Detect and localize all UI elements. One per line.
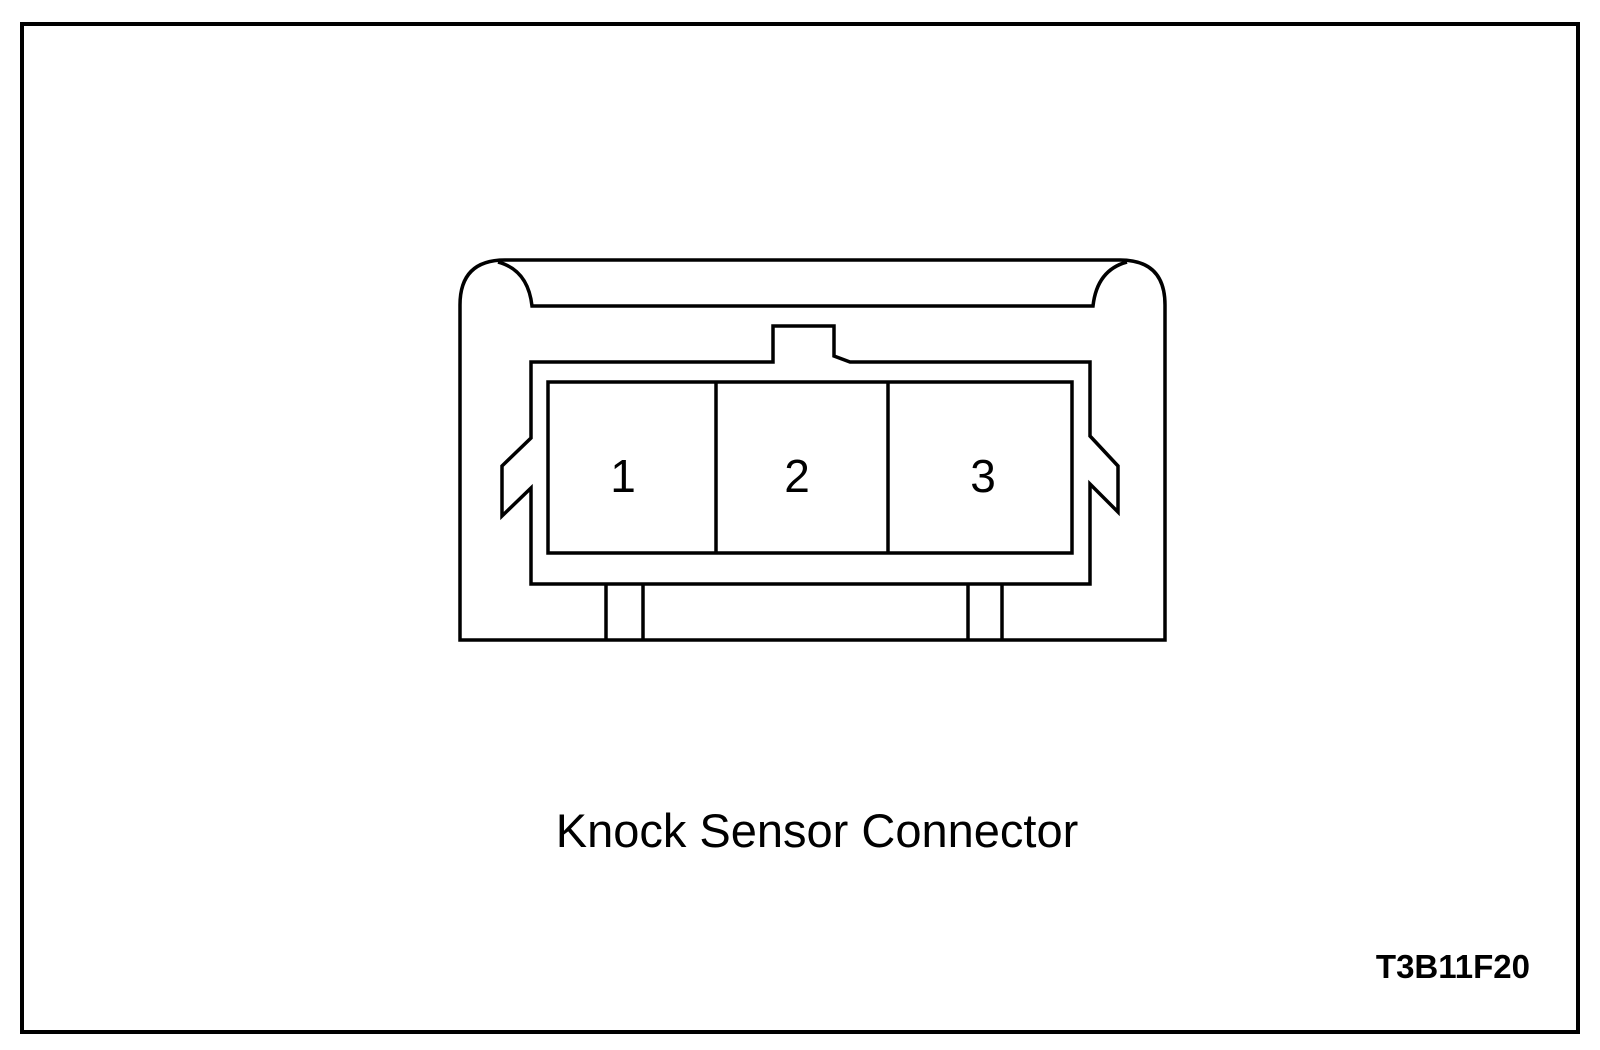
pin-label-1: 1 <box>610 450 636 502</box>
figure-frame <box>20 22 1580 1034</box>
terminal-cavity <box>546 380 1074 555</box>
pin-label-3: 3 <box>970 450 996 502</box>
housing-outline <box>458 258 1167 642</box>
diagram-caption: Knock Sensor Connector <box>556 804 1079 857</box>
housing-top-recess <box>497 260 1128 308</box>
connector-housing: 1 2 3 <box>458 258 1167 642</box>
pin-label-2: 2 <box>784 450 810 502</box>
connector-body <box>500 324 1120 586</box>
figure-code: T3B11F20 <box>1376 948 1530 985</box>
